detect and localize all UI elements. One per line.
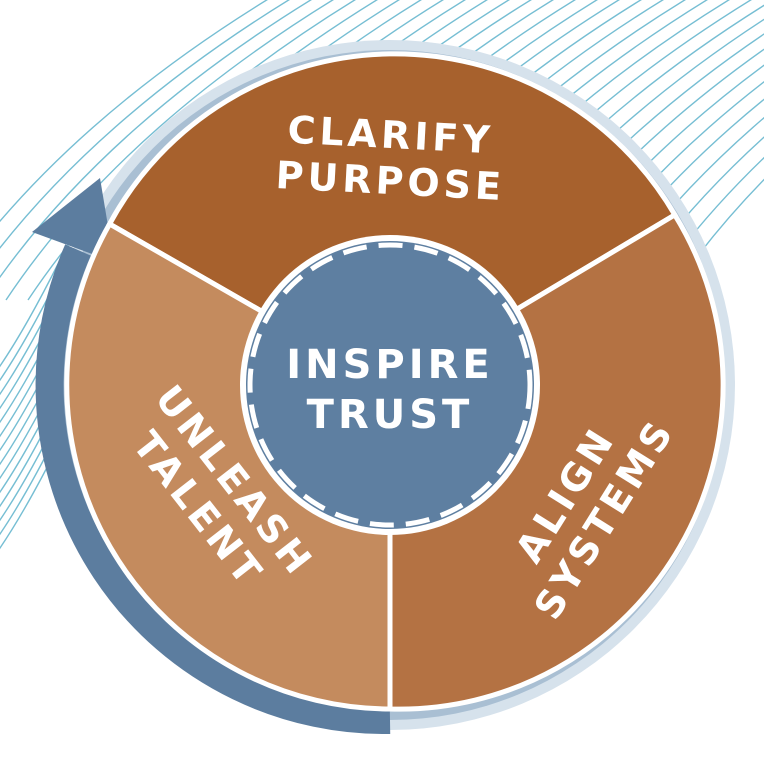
- center-circle: [246, 241, 534, 529]
- background-line: [0, 259, 61, 368]
- arrow-up-right-icon: [32, 178, 114, 262]
- background-line: [0, 0, 313, 279]
- center-label-line1: INSPIRE: [286, 342, 494, 388]
- background-line: [0, 0, 269, 223]
- cycle-arrow-band: [35, 244, 391, 735]
- center-label-line2: TRUST: [307, 392, 474, 438]
- clarify-label: CLARIFY: [287, 108, 495, 163]
- background-line: [5, 0, 335, 301]
- segment-clarify-purpose: [106, 51, 679, 388]
- background-line: [0, 0, 291, 249]
- center-dashed-ring: [247, 242, 533, 528]
